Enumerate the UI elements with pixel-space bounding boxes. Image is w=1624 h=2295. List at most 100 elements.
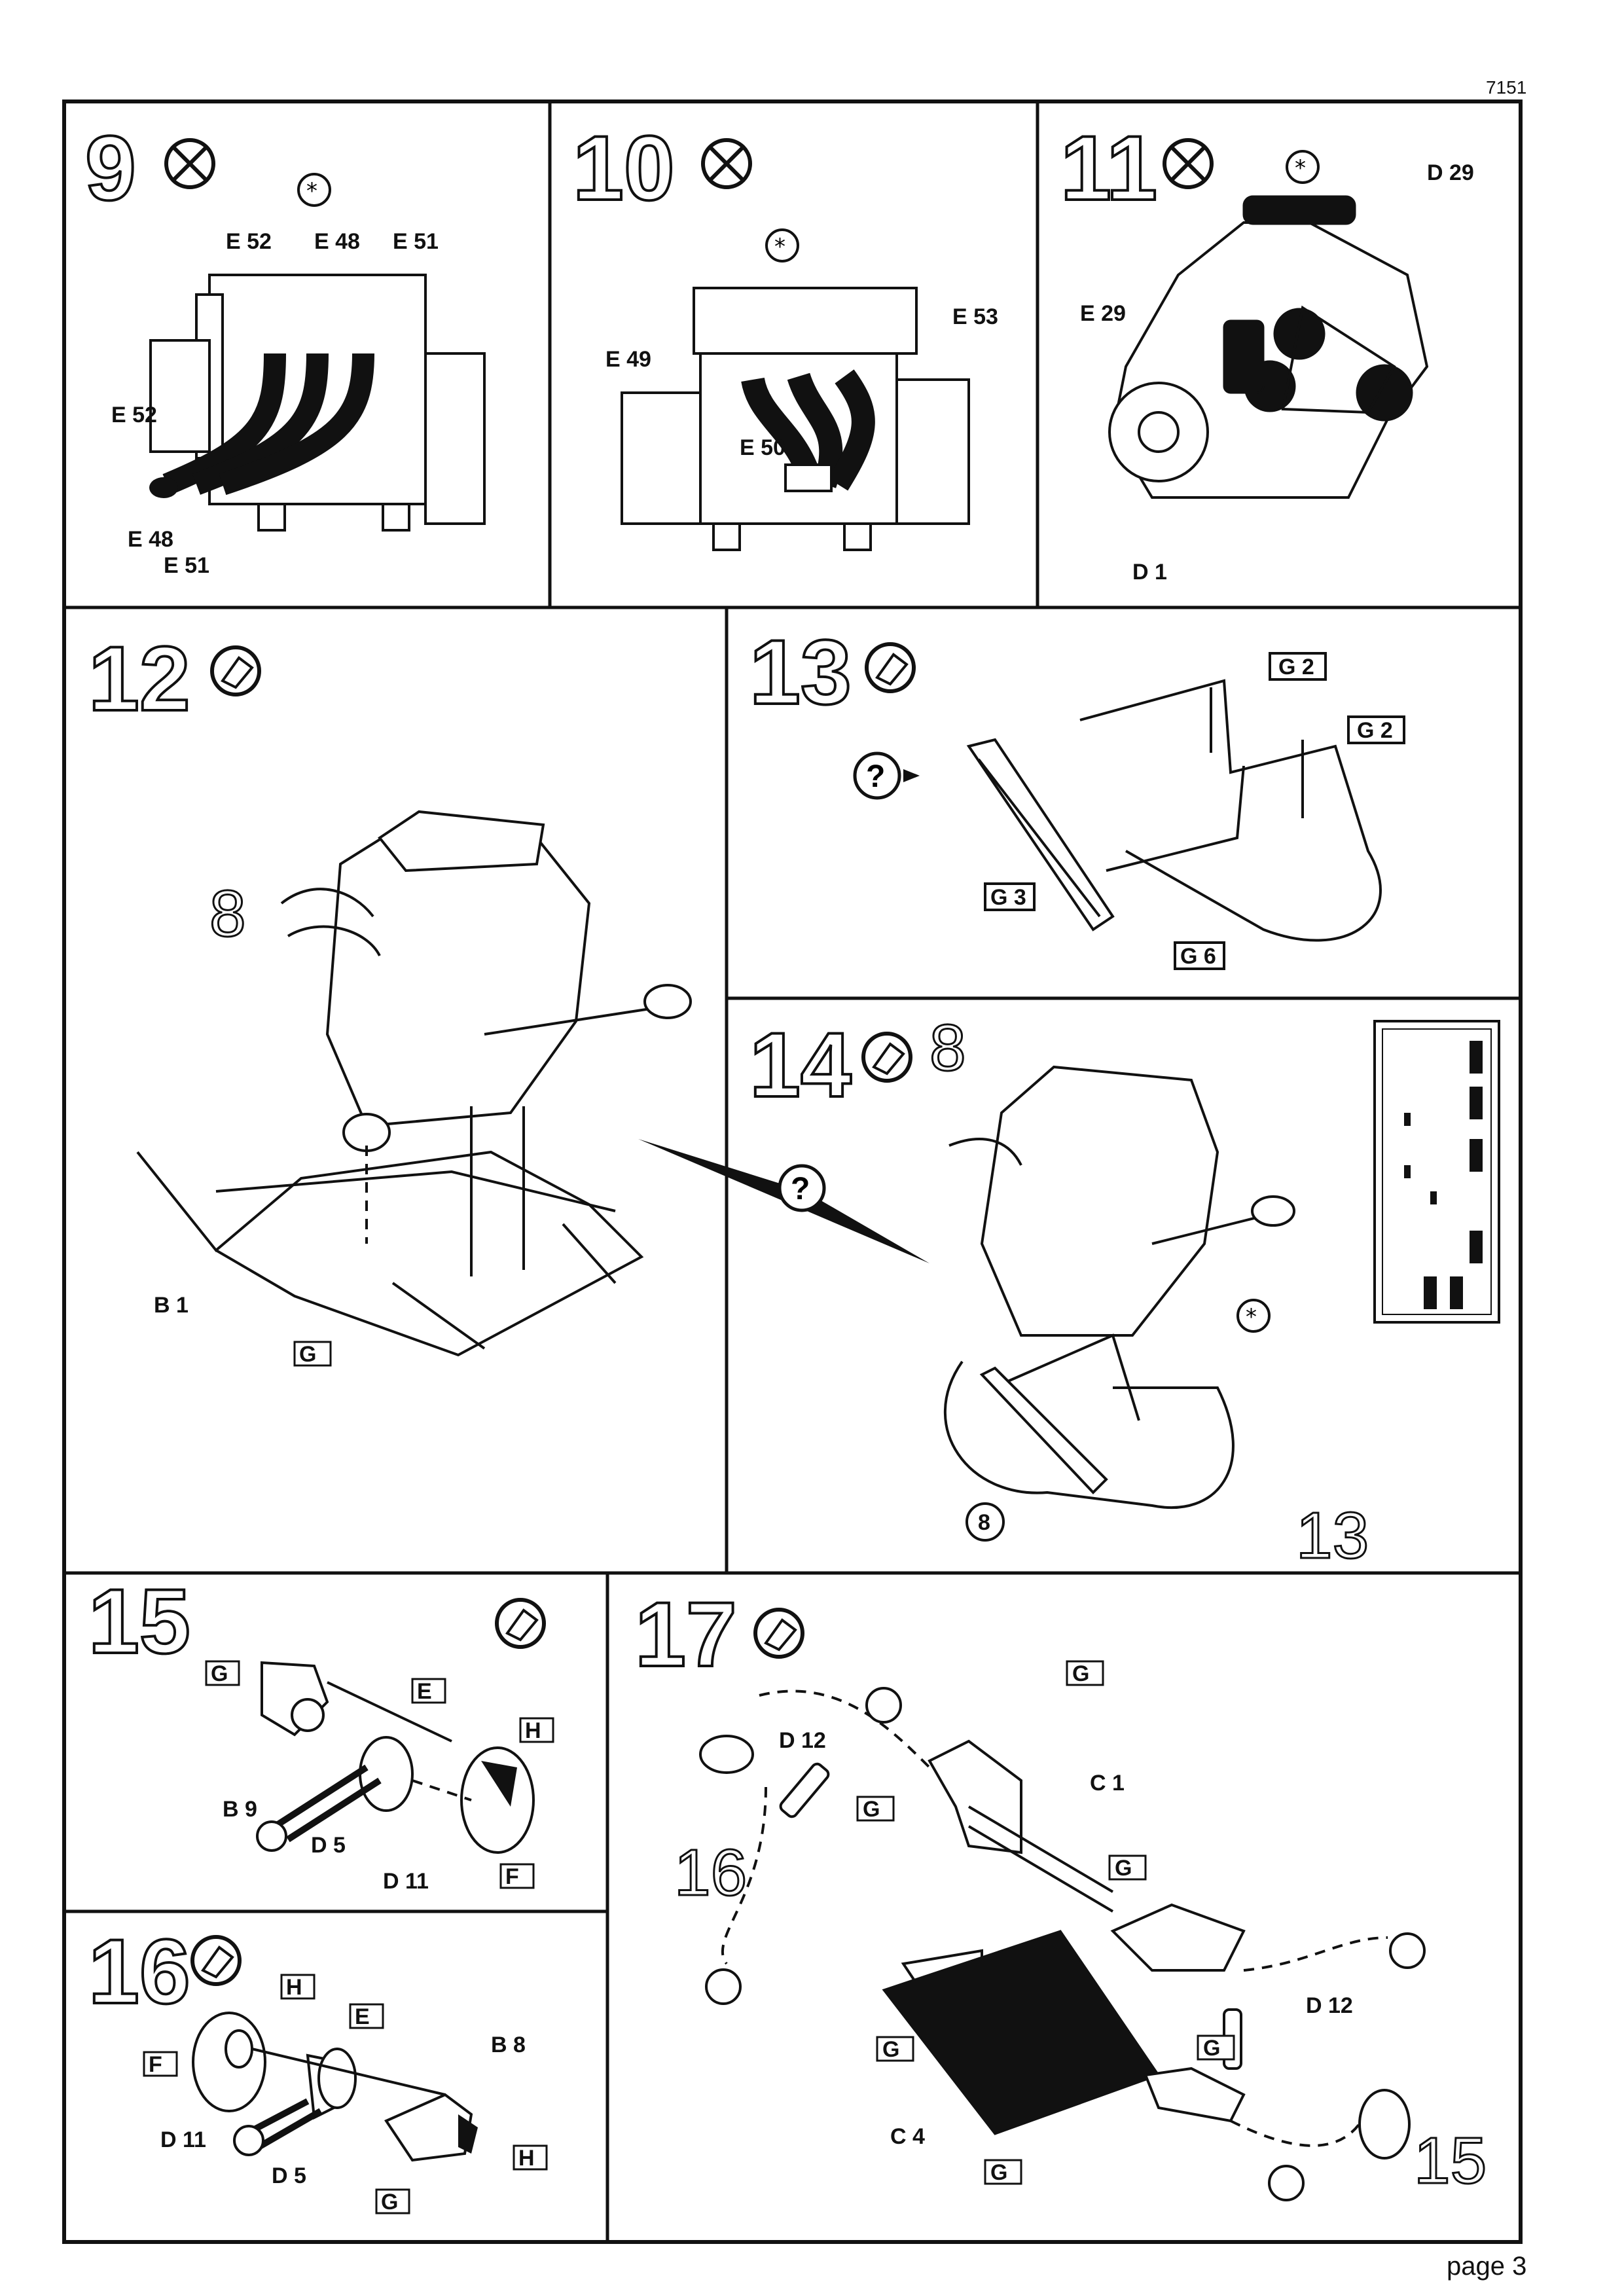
svg-text:F: F [149,2052,162,2077]
material-tag: G [856,1796,895,1822]
svg-text:G: G [211,1661,228,1686]
part-label: D 5 [272,2163,306,2188]
glue-icon [190,1935,242,1986]
svg-text:?: ? [791,1172,810,1206]
glue-icon [861,1032,912,1083]
engine-front [1108,195,1429,499]
step-17-number: 17 [635,1583,737,1686]
part-label: E 29 [1080,301,1126,326]
asterisk-icon: * [1286,150,1320,184]
step-14-panel: 14 8 8 13 * [748,1011,1500,1574]
direction-arrow: ? [638,1139,929,1263]
exhaust-manifold [149,353,374,498]
page-number: page 3 [1447,2252,1527,2281]
svg-text:*: * [1295,155,1306,181]
svg-text:E: E [355,2004,370,2029]
material-tag: E [411,1678,446,1704]
svg-text:*: * [1246,1304,1257,1330]
part-label: C 1 [1090,1771,1125,1796]
step-reference: 15 [1414,2124,1487,2197]
part-label: D 1 [1132,560,1167,585]
step-17-panel: 17 G D 12 [634,1581,1488,2201]
part-label: B 9 [223,1797,257,1822]
material-tag: E [349,2003,384,2029]
step-10-panel: 10 * E 49 E 50 E 53 [571,115,998,551]
svg-text:G 2: G 2 [1278,655,1314,679]
step-10-number: 10 [573,117,675,219]
engine-block [621,287,970,551]
asterisk-icon: * [297,173,331,207]
circled-reference: 8 [965,1502,1005,1542]
help-icon: ? [853,751,920,800]
step-15-panel: 15 G E H B 9 D 5 D 11 [87,1568,554,1894]
step-9-panel: 9 * E 52 E 48 E 51 E 52 E 48 [84,115,486,578]
svg-text:H: H [286,1975,302,2000]
step-reference: 8 [929,1011,966,1085]
step-reference: 8 [209,877,246,950]
svg-text:G 2: G 2 [1357,718,1393,743]
material-tag: H [519,1717,554,1743]
step-15-number: 15 [88,1570,190,1672]
asterisk-icon: * [1236,1299,1271,1333]
asterisk-icon: * [765,228,799,262]
part-label: E 52 [226,229,272,254]
engine-on-frame [943,1065,1295,1509]
part-label: C 4 [890,2124,925,2149]
material-tag: H [280,1974,316,2000]
svg-text:8: 8 [978,1510,990,1535]
step-13-number: 13 [749,621,852,723]
material-tag: H [513,2144,548,2171]
part-tag: G 2 [1269,652,1327,681]
step-14-number: 14 [749,1013,852,1116]
subframe [136,1106,644,1357]
svg-text:G: G [1072,1661,1089,1686]
material-tag: G [876,2036,914,2062]
svg-text:H: H [518,2146,535,2171]
svg-text:G: G [1203,2036,1220,2061]
part-label: E 51 [164,553,209,578]
hub-assembly [192,2012,478,2162]
part-label: D 11 [160,2127,206,2152]
part-tag: G 6 [1174,941,1225,970]
decal-sheet [1373,1020,1500,1324]
material-tag: G [375,2188,410,2214]
step-16-panel: 16 H E F B 8 D 11 D 5 [87,1919,548,2214]
panel-grid [62,99,1523,2244]
no-glue-icon [701,138,752,189]
part-label: D 5 [311,1833,346,1858]
document-id: 7151 [1486,77,1527,98]
hub-assembly [256,1661,535,1854]
material-tag: G [984,2159,1022,2185]
part-label: B 8 [491,2033,526,2057]
svg-text:H: H [525,1718,541,1743]
material-tag: F [143,2051,178,2077]
step-reference: 13 [1296,1499,1369,1572]
glue-icon [210,645,261,696]
part-label: E 50 [740,435,785,460]
material-tag: G [1108,1854,1147,1881]
part-label: E 53 [952,304,998,329]
part-label: B 1 [154,1293,189,1318]
step-reference: 16 [674,1836,747,1909]
radiator-frame [966,679,1382,942]
part-label: D 29 [1427,160,1474,185]
engine-assembly [280,810,692,1152]
svg-text:G: G [381,2190,398,2214]
part-label: E 51 [393,229,439,254]
part-tag: G 3 [984,882,1036,911]
glue-icon [865,642,916,693]
material-tag: G [293,1341,332,1367]
svg-text:G: G [1115,1856,1132,1881]
svg-text:G: G [299,1342,316,1367]
part-label: E 48 [128,527,173,552]
step-12-number: 12 [88,627,190,730]
rear-suspension [699,1687,1426,2201]
part-label: E 48 [314,229,360,254]
svg-text:*: * [306,178,317,204]
svg-text:F: F [505,1864,519,1889]
step-9-number: 9 [85,117,136,219]
part-label: E 52 [111,403,157,427]
glue-icon [753,1608,804,1659]
svg-text:G: G [882,2037,899,2062]
svg-text:G 6: G 6 [1180,944,1216,969]
